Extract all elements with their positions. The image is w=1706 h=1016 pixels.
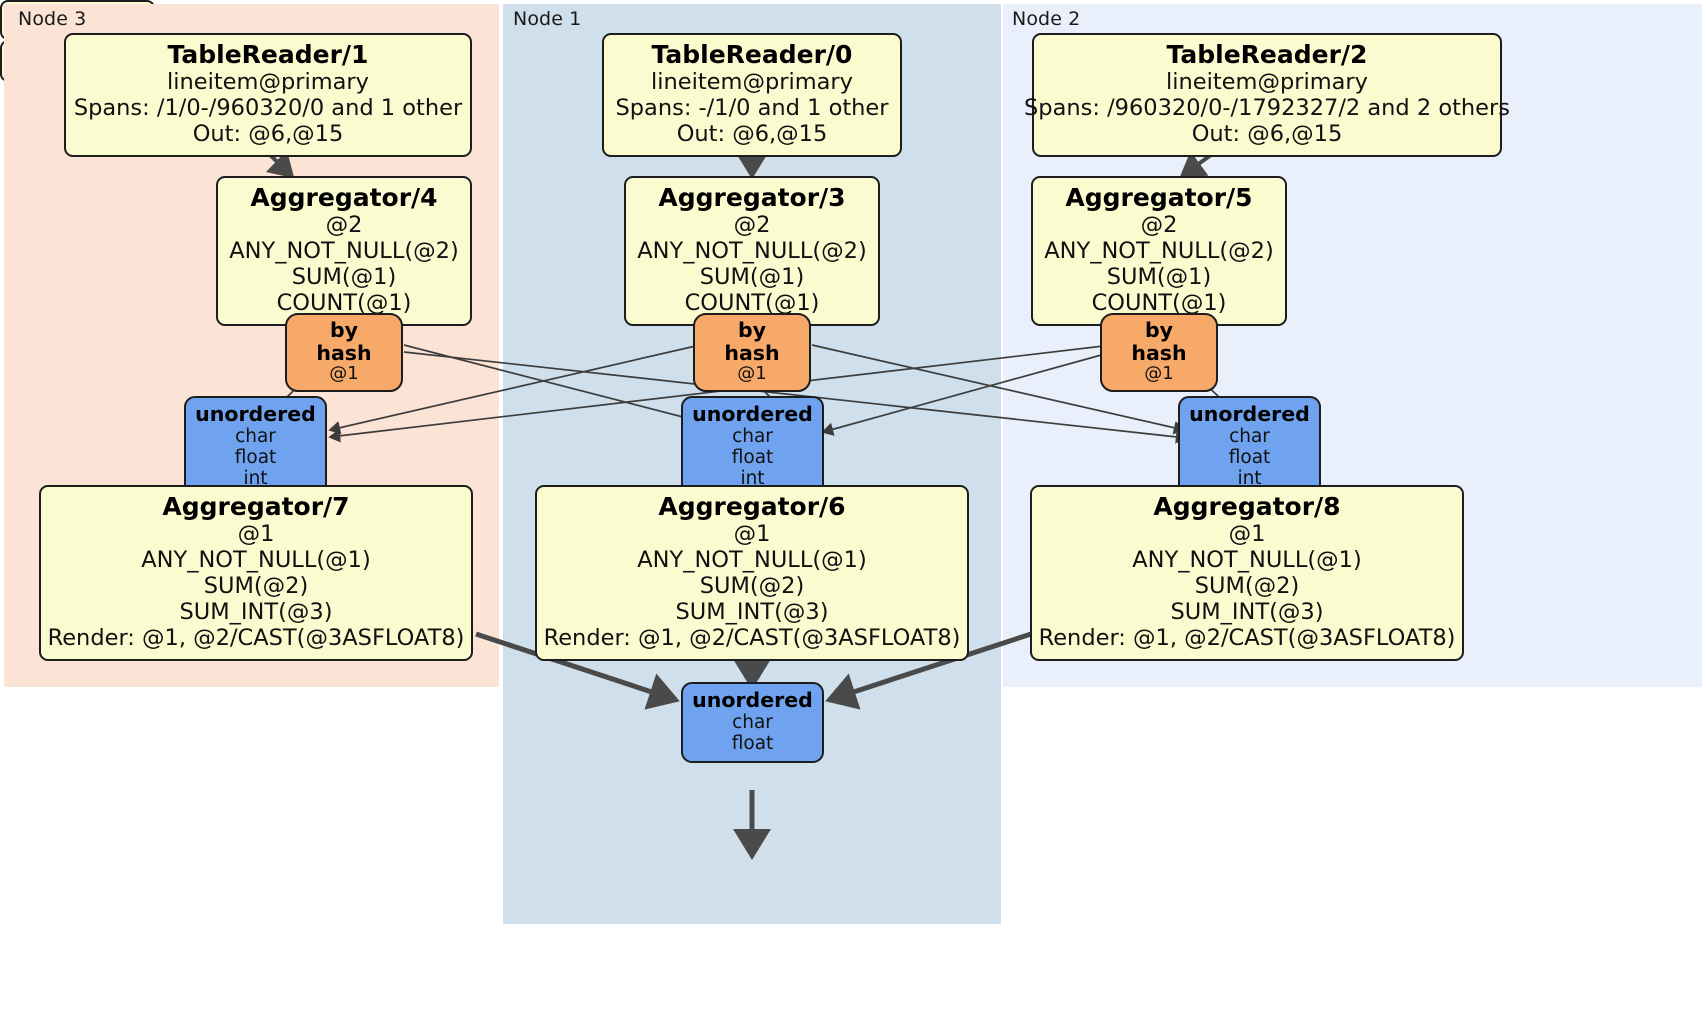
panel-label-node-2: Node 2 [1012,8,1081,30]
table-reader-2-table: lineitem@primary [1166,69,1368,95]
aggregator-5[interactable]: Aggregator/5 @2 ANY_NOT_NULL(@2) SUM(@1)… [1031,176,1287,327]
aggregator-8-group: @1 [1228,521,1266,547]
synchronizer-unordered-node-2-type-2: float [1228,447,1271,469]
aggregator-5-agg-2: SUM(@1) [1106,264,1212,291]
panel-label-node-1: Node 1 [513,8,582,30]
panel-label-node-3: Node 3 [18,8,87,30]
table-reader-1-table: lineitem@primary [167,69,369,95]
synchronizer-unordered-node-1-type-2: float [731,447,774,469]
aggregator-4-agg-1: ANY_NOT_NULL(@2) [229,238,459,265]
aggregator-7-agg-1: ANY_NOT_NULL(@1) [141,547,371,574]
synchronizer-unordered-final-type-1: char [732,711,773,733]
aggregator-5-group: @2 [1140,212,1178,238]
router-by-hash-node-2-cols: @1 [1144,363,1174,385]
aggregator-3[interactable]: Aggregator/3 @2 ANY_NOT_NULL(@2) SUM(@1)… [624,176,880,327]
aggregator-4-agg-2: SUM(@1) [291,264,397,291]
router-by-hash-node-1-title: by hash [724,318,780,365]
table-reader-0-out: Out: @6,@15 [676,121,828,148]
aggregator-7-title: Aggregator/7 [162,492,350,521]
router-by-hash-node-1[interactable]: by hash @1 [693,313,811,393]
table-reader-2[interactable]: TableReader/2 lineitem@primary Spans: /9… [1024,33,1510,158]
synchronizer-unordered-node-3-type-3: int [243,468,268,490]
synchronizer-unordered-node-1-title: unordered [692,402,813,426]
synchronizer-unordered-node-3-type-1: char [235,425,276,447]
synchronizer-unordered-node-2-type-1: char [1229,425,1270,447]
table-reader-0-title: TableReader/0 [651,40,853,69]
aggregator-7-render: Render: @1, @2/CAST(@3ASFLOAT8) [47,625,465,652]
aggregator-6-title: Aggregator/6 [658,492,846,521]
aggregator-6-agg-1: ANY_NOT_NULL(@1) [637,547,867,574]
aggregator-4[interactable]: Aggregator/4 @2 ANY_NOT_NULL(@2) SUM(@1)… [216,176,472,327]
table-reader-0-table: lineitem@primary [651,69,853,95]
synchronizer-unordered-node-2[interactable]: unordered char float int [1178,396,1321,499]
aggregator-6-agg-3: SUM_INT(@3) [675,599,829,626]
aggregator-6-group: @1 [733,521,771,547]
table-reader-2-title: TableReader/2 [1166,40,1368,69]
aggregator-6-agg-2: SUM(@2) [699,573,805,600]
synchronizer-unordered-node-2-type-3: int [1237,468,1262,490]
aggregator-5-agg-3: COUNT(@1) [1091,290,1227,317]
aggregator-4-agg-3: COUNT(@1) [276,290,412,317]
aggregator-5-title: Aggregator/5 [1065,183,1253,212]
router-by-hash-node-1-cols: @1 [737,363,767,385]
aggregator-7-group: @1 [237,521,275,547]
aggregator-8-agg-1: ANY_NOT_NULL(@1) [1132,547,1362,574]
aggregator-8[interactable]: Aggregator/8 @1 ANY_NOT_NULL(@1) SUM(@2)… [1030,485,1464,662]
table-reader-1-spans: Spans: /1/0-/960320/0 and 1 other [73,95,463,122]
aggregator-4-group: @2 [325,212,363,238]
table-reader-1-title: TableReader/1 [167,40,369,69]
synchronizer-unordered-node-3-type-2: float [234,447,277,469]
router-by-hash-node-2[interactable]: by hash @1 [1100,313,1218,393]
synchronizer-unordered-node-1-type-1: char [732,425,773,447]
table-reader-1[interactable]: TableReader/1 lineitem@primary Spans: /1… [64,33,472,158]
aggregator-8-render: Render: @1, @2/CAST(@3ASFLOAT8) [1038,625,1456,652]
table-reader-0[interactable]: TableReader/0 lineitem@primary Spans: -/… [602,33,902,158]
aggregator-6-render: Render: @1, @2/CAST(@3ASFLOAT8) [543,625,961,652]
synchronizer-unordered-node-2-title: unordered [1189,402,1310,426]
synchronizer-unordered-node-3-title: unordered [195,402,316,426]
router-by-hash-node-2-title: by hash [1131,318,1187,365]
aggregator-3-group: @2 [733,212,771,238]
router-by-hash-node-3-cols: @1 [329,363,359,385]
synchronizer-unordered-final-type-2: float [731,733,774,755]
synchronizer-unordered-final-title: unordered [692,688,813,712]
aggregator-5-agg-1: ANY_NOT_NULL(@2) [1044,238,1274,265]
table-reader-2-spans: Spans: /960320/0-/1792327/2 and 2 others [1024,95,1511,122]
table-reader-1-out: Out: @6,@15 [192,121,344,148]
aggregator-3-agg-1: ANY_NOT_NULL(@2) [637,238,867,265]
synchronizer-unordered-node-1-type-3: int [740,468,765,490]
aggregator-3-title: Aggregator/3 [658,183,846,212]
aggregator-7-agg-3: SUM_INT(@3) [179,599,333,626]
aggregator-8-agg-2: SUM(@2) [1194,573,1300,600]
router-by-hash-node-3[interactable]: by hash @1 [285,313,403,393]
aggregator-8-agg-3: SUM_INT(@3) [1170,599,1324,626]
aggregator-7-agg-2: SUM(@2) [203,573,309,600]
router-by-hash-node-3-title: by hash [316,318,372,365]
aggregator-3-agg-3: COUNT(@1) [684,290,820,317]
synchronizer-unordered-node-1[interactable]: unordered char float int [681,396,824,499]
aggregator-7[interactable]: Aggregator/7 @1 ANY_NOT_NULL(@1) SUM(@2)… [39,485,473,662]
aggregator-3-agg-2: SUM(@1) [699,264,805,291]
aggregator-8-title: Aggregator/8 [1153,492,1341,521]
aggregator-4-title: Aggregator/4 [250,183,438,212]
aggregator-6[interactable]: Aggregator/6 @1 ANY_NOT_NULL(@1) SUM(@2)… [535,485,969,662]
table-reader-0-spans: Spans: -/1/0 and 1 other [615,95,889,122]
synchronizer-unordered-node-3[interactable]: unordered char float int [184,396,327,499]
synchronizer-unordered-final[interactable]: unordered char float [681,682,824,764]
table-reader-2-out: Out: @6,@15 [1191,121,1343,148]
